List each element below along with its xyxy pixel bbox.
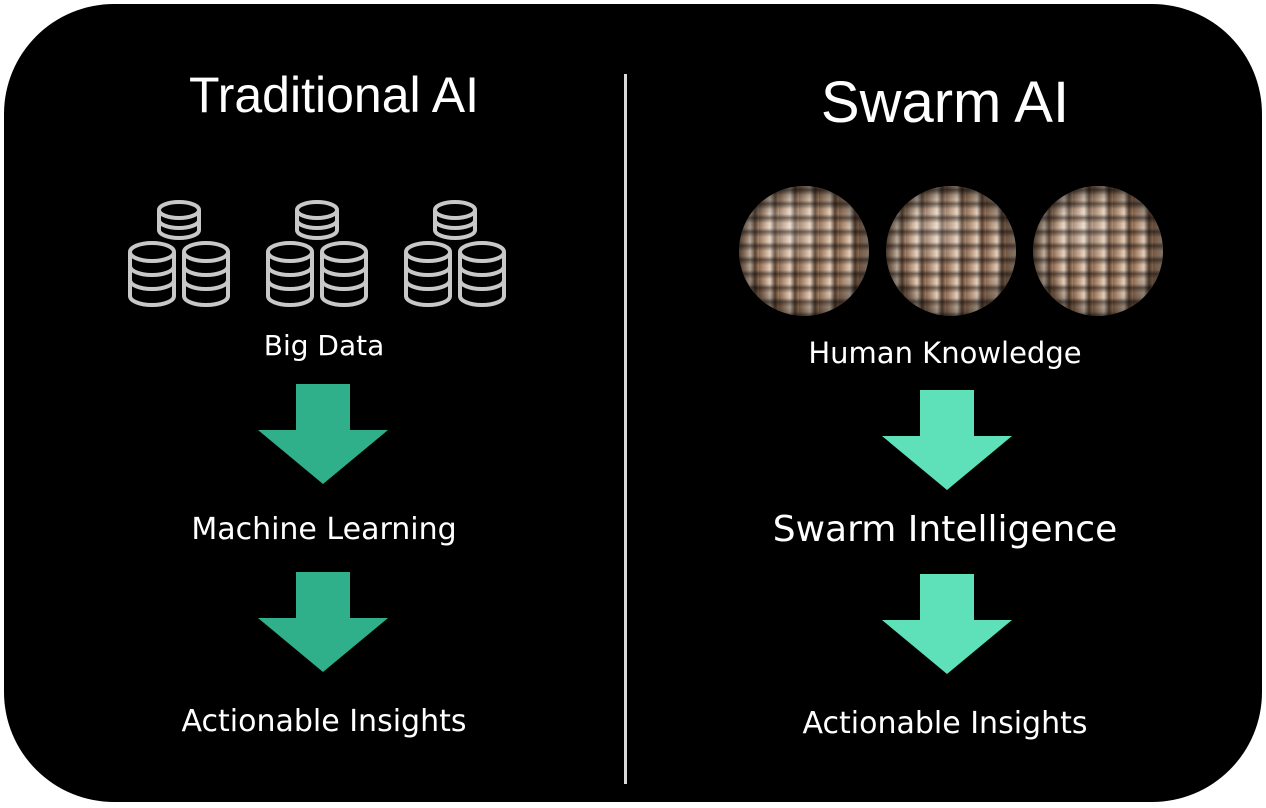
database-icon: [400, 196, 510, 308]
down-arrow-icon: [882, 574, 1012, 674]
database-icon: [124, 196, 234, 308]
down-arrow-icon: [882, 390, 1012, 490]
swarm-intelligence-label: Swarm Intelligence: [772, 509, 1118, 550]
database-icon: [262, 196, 372, 308]
actionable-insights-label: Actionable Insights: [802, 706, 1088, 741]
down-arrow-icon: [258, 384, 388, 484]
people-sphere-icon: [1033, 186, 1163, 316]
down-arrow-icon: [258, 572, 388, 672]
swarm-ai-column: Swarm AI Human Knowledge Swarm Intellige…: [628, 4, 1262, 802]
swarm-ai-title: Swarm AI: [820, 70, 1070, 135]
database-icons: [124, 196, 510, 308]
traditional-ai-title: Traditional AI: [189, 67, 479, 123]
big-data-label: Big Data: [263, 329, 385, 362]
column-divider: [624, 74, 627, 784]
actionable-insights-label: Actionable Insights: [181, 704, 467, 739]
human-knowledge-label: Human Knowledge: [808, 336, 1082, 370]
traditional-ai-column: Traditional AI: [4, 4, 624, 802]
diagram-panel: Traditional AI: [4, 4, 1262, 802]
people-sphere-icon: [739, 186, 869, 316]
people-sphere-icons: [739, 186, 1163, 316]
people-sphere-icon: [886, 186, 1016, 316]
machine-learning-label: Machine Learning: [191, 512, 457, 547]
